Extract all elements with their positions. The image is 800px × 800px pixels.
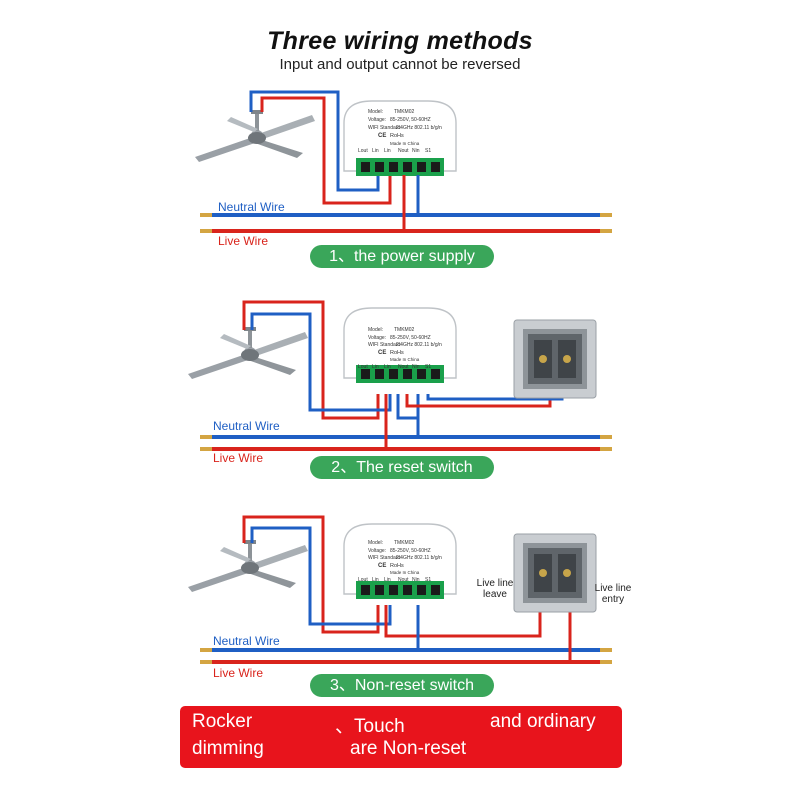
svg-text:Voltage:: Voltage: — [368, 548, 386, 554]
neutral-wire-label-2: Neutral Wire — [213, 419, 280, 433]
svg-text:Nin: Nin — [412, 364, 420, 370]
live-line-leave-label: Live line leave — [476, 578, 514, 600]
svg-text:RoHs: RoHs — [390, 350, 404, 356]
svg-text:Lin: Lin — [384, 577, 391, 583]
svg-text:Lout: Lout — [358, 577, 368, 583]
live-wire-label-2: Live Wire — [213, 451, 263, 465]
svg-text:TMKM02: TMKM02 — [394, 109, 415, 115]
svg-text:Nin: Nin — [412, 577, 420, 583]
svg-text:Lin: Lin — [384, 364, 391, 370]
section-1-label: 1、the power supply — [310, 245, 494, 268]
svg-text:Lin: Lin — [372, 148, 379, 154]
svg-text:Lin: Lin — [372, 364, 379, 370]
section-2-diagram: Neutral Wire Live Wire Model: TMKM02 Vol… — [188, 300, 612, 465]
section-1-diagram: Neutral Wire Live Wire Model: TMKM02 Vol… — [195, 90, 612, 248]
svg-text:S1: S1 — [425, 577, 431, 583]
section-3-diagram: Neutral Wire Live Wire Model: TMKM02 Vol… — [188, 515, 612, 680]
section-3-label: 3、Non-reset switch — [310, 674, 494, 697]
smart-module-3 — [343, 523, 457, 600]
ceiling-fan-icon — [188, 540, 308, 592]
live-line-entry-label: Live line entry — [594, 583, 632, 605]
section-2-label: 2、The reset switch — [310, 456, 494, 479]
svg-text:CE: CE — [378, 350, 386, 356]
svg-text:S1: S1 — [425, 148, 431, 154]
svg-text:Model:: Model: — [368, 327, 383, 333]
ceiling-fan-icon — [188, 327, 308, 379]
svg-text:Made In China: Made In China — [390, 141, 420, 146]
svg-text:CE: CE — [378, 133, 386, 139]
svg-text:WIFI Standard:: WIFI Standard: — [368, 555, 402, 561]
page-title: Three wiring methods — [267, 27, 533, 55]
svg-text:85-250V, 50-60HZ: 85-250V, 50-60HZ — [390, 117, 431, 123]
page-subtitle: Input and output cannot be reversed — [279, 56, 521, 73]
svg-text:Lin: Lin — [384, 148, 391, 154]
neutral-wire-label-3: Neutral Wire — [213, 634, 280, 648]
svg-text:Voltage:: Voltage: — [368, 335, 386, 341]
banner-word-1: Rocker — [192, 711, 253, 732]
svg-text:Nout: Nout — [398, 364, 409, 370]
svg-text:RoHs: RoHs — [390, 133, 404, 139]
svg-text:2.4GHz 802.11 b/g/n: 2.4GHz 802.11 b/g/n — [396, 555, 442, 561]
svg-text:Nout: Nout — [398, 148, 409, 154]
banner-word-4: dimming — [192, 738, 264, 759]
svg-text:Nout: Nout — [398, 577, 409, 583]
module-1-model: Model: — [368, 109, 383, 115]
live-wire-label-1: Live Wire — [218, 234, 268, 248]
note-banner: Rocker 、Touch and ordinary dimming are N… — [180, 706, 622, 768]
svg-text:CE: CE — [378, 563, 386, 569]
svg-text:Lout: Lout — [358, 364, 368, 370]
svg-text:Voltage:: Voltage: — [368, 117, 386, 123]
svg-text:Made In China: Made In China — [390, 570, 420, 575]
svg-text:WIFI Standard:: WIFI Standard: — [368, 125, 402, 131]
banner-word-5: are Non-reset — [350, 738, 467, 759]
reset-switch-icon — [513, 319, 597, 399]
banner-word-3: and ordinary — [490, 711, 596, 732]
non-reset-switch-icon — [513, 533, 597, 613]
svg-text:S1: S1 — [425, 364, 431, 370]
svg-text:85-250V, 50-60HZ: 85-250V, 50-60HZ — [390, 335, 431, 341]
svg-text:RoHs: RoHs — [390, 563, 404, 569]
svg-text:Lout: Lout — [358, 148, 368, 154]
svg-text:TMKM02: TMKM02 — [394, 327, 415, 333]
svg-text:TMKM02: TMKM02 — [394, 540, 415, 546]
svg-text:Model:: Model: — [368, 540, 383, 546]
banner-word-2: 、Touch — [335, 716, 405, 737]
svg-text:WIFI Standard:: WIFI Standard: — [368, 342, 402, 348]
neutral-wire-label-1: Neutral Wire — [218, 200, 285, 214]
svg-text:Nin: Nin — [412, 148, 420, 154]
svg-text:85-250V, 50-60HZ: 85-250V, 50-60HZ — [390, 548, 431, 554]
svg-text:Lin: Lin — [372, 577, 379, 583]
live-wire-label-3: Live Wire — [213, 666, 263, 680]
svg-text:Made In China: Made In China — [390, 357, 420, 362]
svg-text:2.4GHz 802.11 b/g/n: 2.4GHz 802.11 b/g/n — [396, 342, 442, 348]
ceiling-fan-icon — [195, 110, 315, 162]
svg-text:2.4GHz 802.11 b/g/n: 2.4GHz 802.11 b/g/n — [396, 125, 442, 131]
